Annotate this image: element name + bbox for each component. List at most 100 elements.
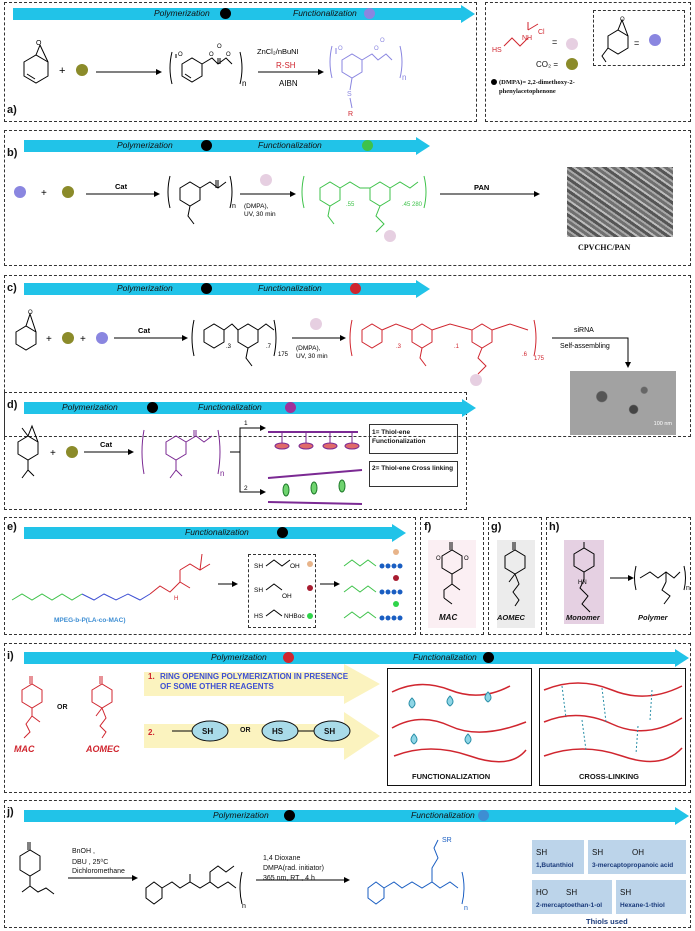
svg-text:AIBN: AIBN <box>279 79 298 88</box>
i-mac-label: MAC <box>14 744 35 754</box>
panel-g <box>488 517 542 635</box>
blob-hs: HS <box>272 727 284 736</box>
blue-dot <box>478 810 489 821</box>
panel-h <box>546 517 691 635</box>
svg-text:n: n <box>220 469 224 478</box>
svg-text:R: R <box>348 111 353 118</box>
svg-text:+: + <box>50 448 56 459</box>
panel-a-arrow-bar: Polymerization Functionalization <box>13 5 475 23</box>
bar-functionalization-label: Functionalization <box>293 8 357 18</box>
bar-polymerization-label: Polymerization <box>117 283 173 293</box>
panel-h-scheme: HN n <box>573 542 690 613</box>
polymer-label: Polymer <box>638 613 668 622</box>
svg-text:Cl: Cl <box>538 29 545 36</box>
or-label-2: OR <box>240 727 251 734</box>
bar-functionalization-label: Functionalization <box>258 283 322 293</box>
svg-text:.3: .3 <box>226 344 232 350</box>
svg-text:.55: .55 <box>346 202 355 208</box>
svg-text:(DMPA),: (DMPA), <box>244 203 269 210</box>
legend-dmpa: (DMPA)= 2,2-dimethoxy-2-phenylacetopheno… <box>499 79 575 95</box>
thiol-card-4 <box>616 880 686 914</box>
panel-f-label: f) <box>424 521 432 533</box>
panel-d <box>4 392 467 510</box>
red-dot <box>283 652 294 663</box>
magenta-dot <box>285 402 296 413</box>
black-dot <box>201 283 212 294</box>
red-dot <box>350 283 361 294</box>
legend-co2: CO₂ = <box>536 60 558 69</box>
cond-uv: 365 nm, RT , 4 h <box>263 875 315 882</box>
svg-text:NHBoc: NHBoc <box>284 613 305 620</box>
panel-c <box>4 275 691 437</box>
crosslinking-box <box>539 668 686 786</box>
cond-dmpa: DMPA(rad. initiator) <box>263 865 324 872</box>
legend-2-box <box>369 461 458 487</box>
thiol-4-head: SH <box>620 888 632 897</box>
svg-text:PAN: PAN <box>474 183 489 192</box>
svg-text:.45: .45 <box>402 202 411 208</box>
svg-text:.6: .6 <box>522 352 528 358</box>
panel-d-scheme: + Cat n 1 2 <box>17 420 363 505</box>
panel-a-legend <box>485 2 691 122</box>
svg-text:O: O <box>380 38 385 44</box>
svg-text:Cat: Cat <box>138 326 151 335</box>
panel-e-arrow-bar: Functionalization <box>24 524 406 542</box>
bar-polymerization-label: Polymerization <box>211 652 267 662</box>
svg-text:+: + <box>41 188 47 199</box>
svg-text:.3: .3 <box>396 344 402 350</box>
bar-polymerization-label: Polymerization <box>62 402 118 412</box>
black-dot <box>483 652 494 663</box>
product-label: CPVCHC/PAN <box>578 243 631 252</box>
thiol-2-name: 3-mercaptopropanoic acid <box>592 862 674 869</box>
sem-image-nanofibers <box>567 167 673 237</box>
svg-text:O: O <box>374 46 379 52</box>
thiol-3-name: 2-mercaptoethan-1-ol <box>536 902 603 909</box>
functionalized-chains <box>391 683 527 763</box>
step2-number: 2. <box>148 728 155 737</box>
bar-polymerization-label: Polymerization <box>213 810 269 820</box>
black-dot <box>147 402 158 413</box>
bar-functionalization-label: Functionalization <box>185 527 249 537</box>
svg-text:Cat: Cat <box>100 440 113 449</box>
svg-text:O: O <box>178 52 183 58</box>
scale-bar-label: 100 nm <box>653 421 672 427</box>
legend-vinyl-epoxide-box <box>593 10 685 66</box>
bar-functionalization-label: Functionalization <box>411 810 475 820</box>
panel-j-label: j) <box>7 806 14 818</box>
legend-2-text: 2= Thiol-ene Cross linking <box>372 465 454 472</box>
panel-c-label: c) <box>7 282 17 294</box>
svg-text:O: O <box>464 556 469 562</box>
svg-text:ZnCl₂/nBuNI: ZnCl₂/nBuNI <box>257 47 299 56</box>
svg-text:SH: SH <box>254 587 263 594</box>
svg-text:175: 175 <box>278 352 289 358</box>
thiol-1-head: SH <box>536 848 548 857</box>
svg-text:.1: .1 <box>454 344 460 350</box>
panel-j <box>4 800 691 928</box>
panel-a-label: a) <box>7 104 17 116</box>
black-dot <box>220 8 231 19</box>
svg-text:SR: SR <box>442 837 452 844</box>
step1-text: RING OPENING POLYMERIZATION IN PRESENCE … <box>160 672 349 691</box>
panel-e-scheme: H SH OH SH OH HS NHBoc <box>11 549 403 621</box>
svg-text:2: 2 <box>244 485 248 492</box>
panel-f <box>420 517 484 635</box>
panel-b-scheme: + Cat n (DMPA), UV, 30 min .55 .45 280 P… <box>14 174 540 242</box>
thiol-card-3 <box>532 880 612 914</box>
panel-e <box>4 517 416 635</box>
functionalization-label: FUNCTIONALIZATION <box>412 772 491 781</box>
polymer-name: MPEG-b-P(LA-co-MAC) <box>54 617 126 624</box>
svg-text:O: O <box>620 17 625 23</box>
panel-c-scheme: O + + Cat .3 .7 175 (DMPA), UV, 30 min .… <box>15 310 631 386</box>
monomer-label: Monomer <box>566 613 600 622</box>
black-dot <box>277 527 288 538</box>
svg-text:n: n <box>242 79 246 88</box>
svg-text:+: + <box>46 334 52 345</box>
thiol-1-name: 1,Butanthiol <box>536 862 574 869</box>
svg-text:O: O <box>209 52 214 58</box>
thiols-used-label: Thiols used <box>586 917 628 926</box>
svg-text:n: n <box>402 73 406 82</box>
panel-d-arrow-bar: Polymerization Functionalization <box>24 399 476 417</box>
purple-dot <box>364 8 375 19</box>
svg-text:SH: SH <box>254 563 263 570</box>
